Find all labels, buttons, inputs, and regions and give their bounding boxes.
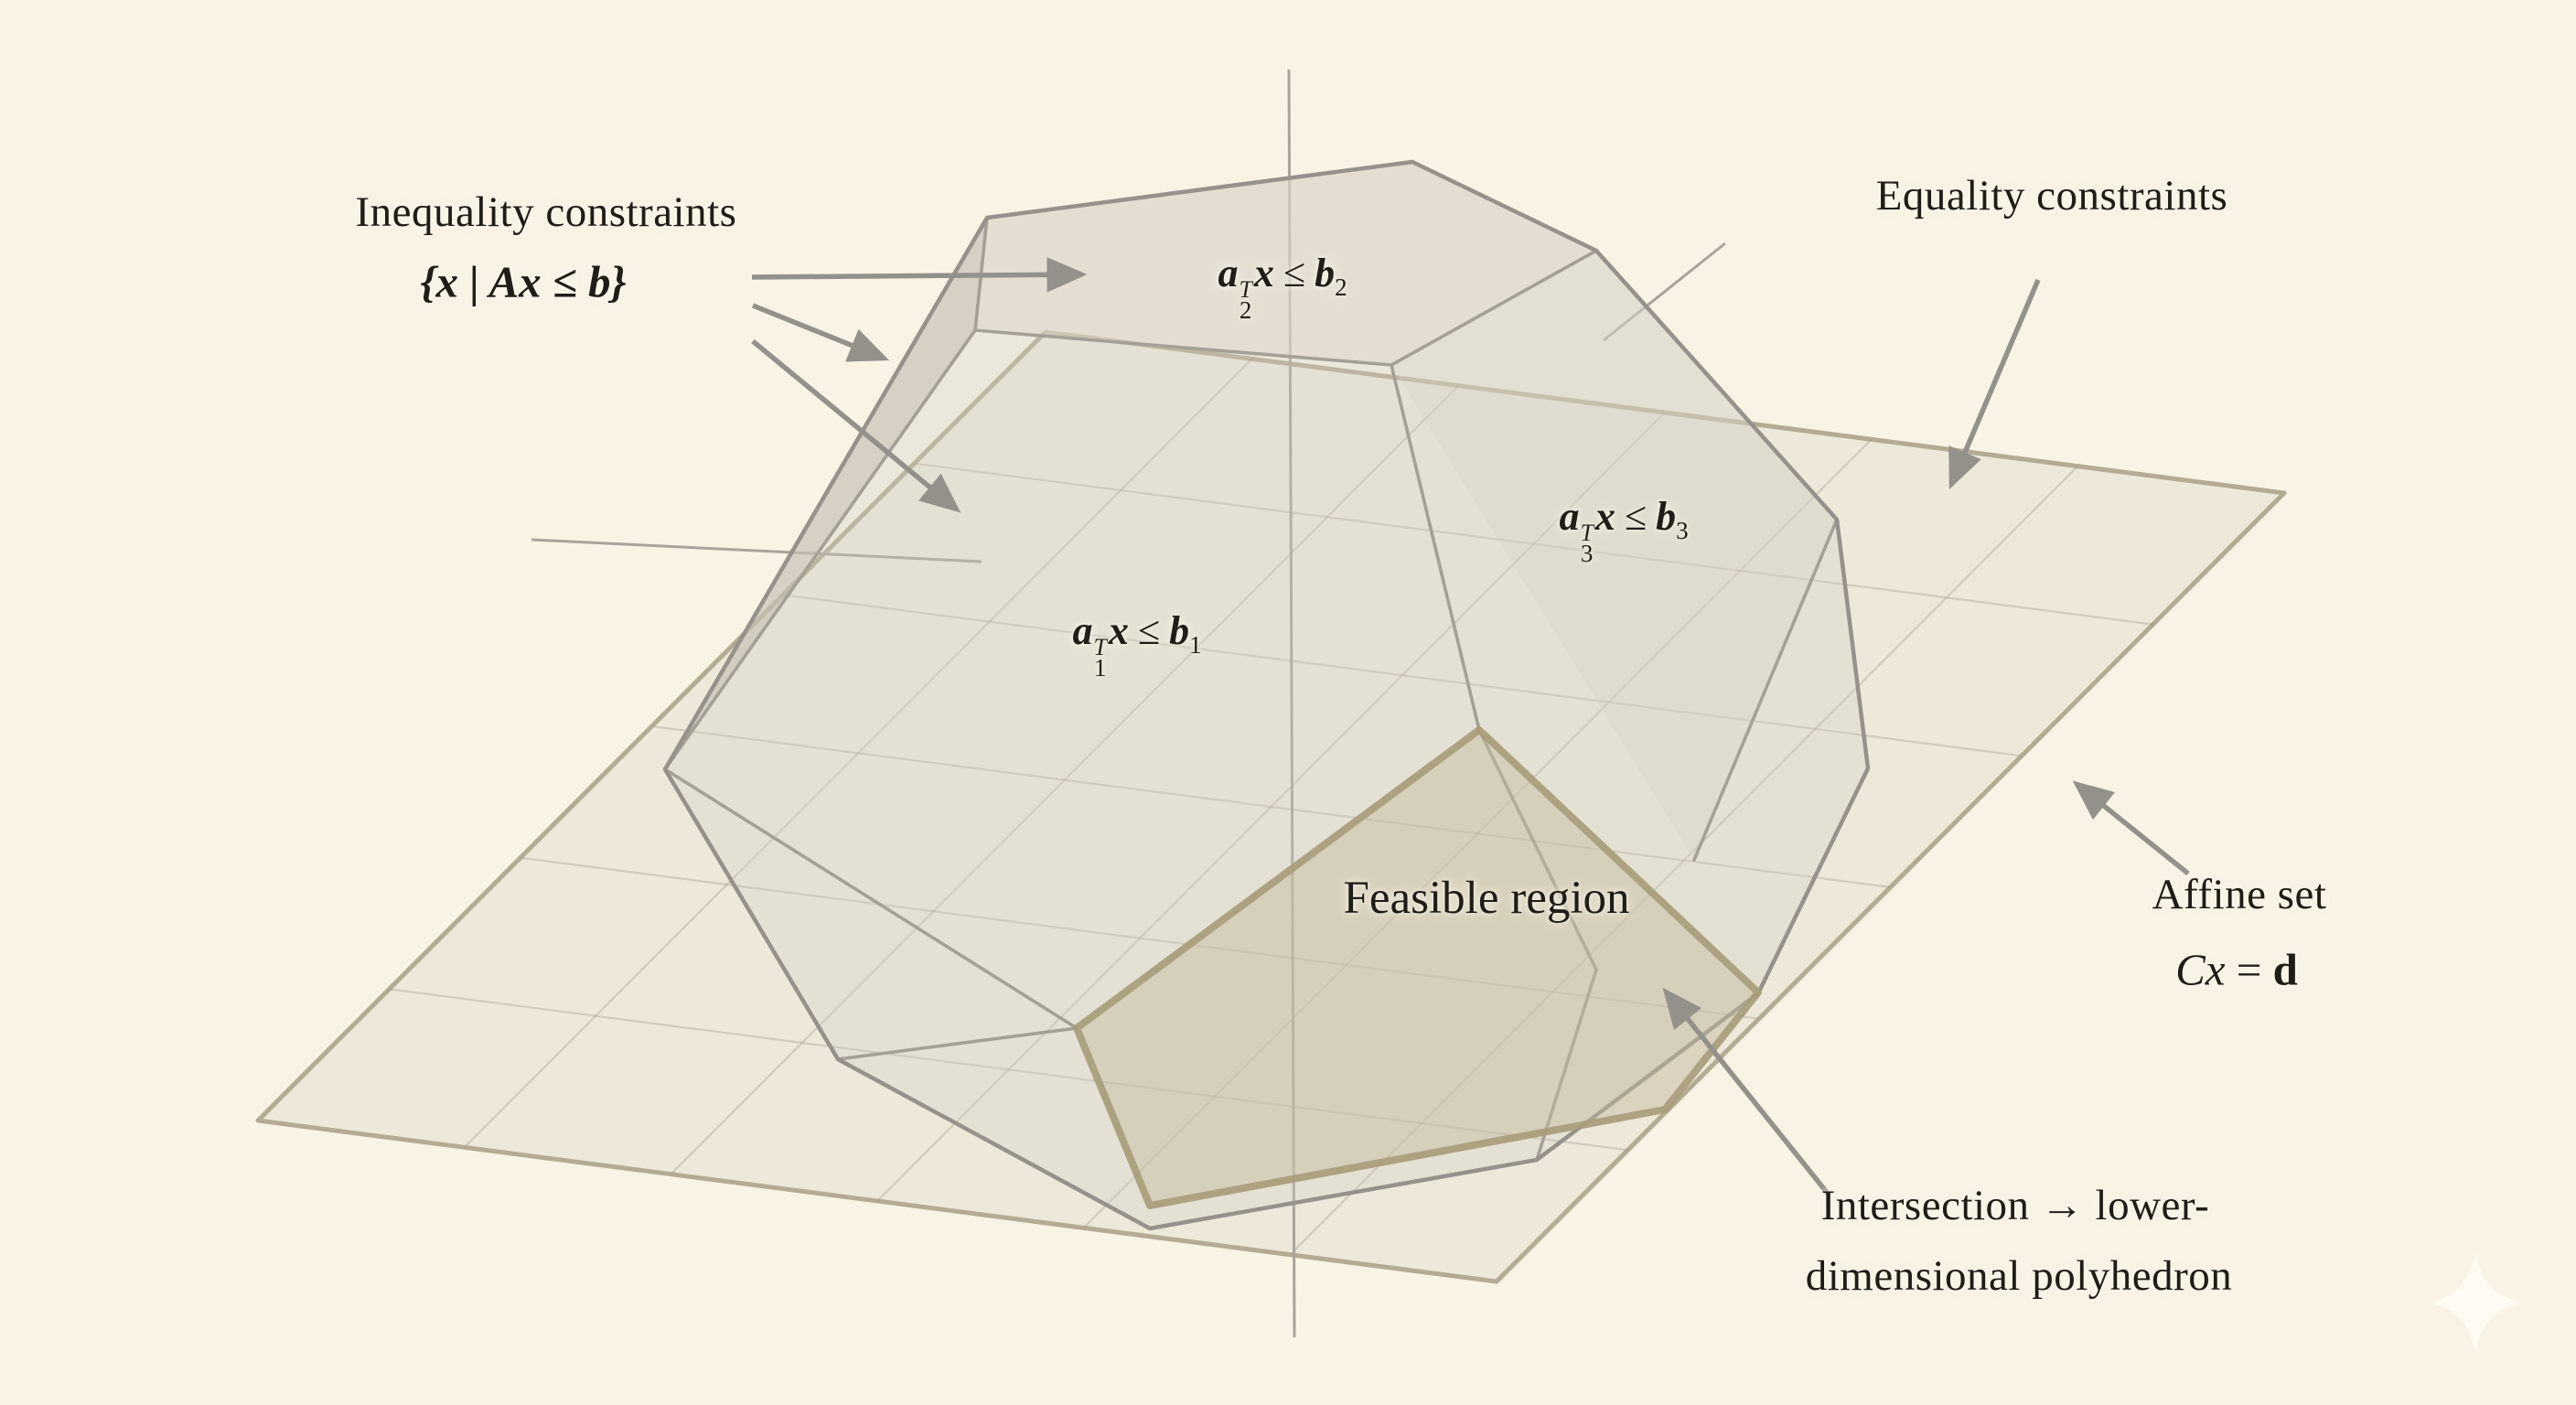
polyhedron-silhouette: [662, 159, 1871, 1231]
feasible-region-polygon: [1073, 726, 1762, 1209]
intersection-note-line1: Intersection → lower-: [1820, 1182, 2210, 1229]
grid-line: [670, 384, 1460, 1175]
polyhedron-edge: [973, 328, 1393, 367]
polyhedron-edge: [836, 1026, 1079, 1061]
grid-line: [914, 462, 2153, 626]
annotation-arrow: [1662, 987, 1831, 1196]
polyhedron-edge: [1477, 728, 1598, 971]
affine-set-title: Affine set: [2152, 871, 2327, 918]
grid-line: [463, 358, 1253, 1149]
annotation-arrow: [2072, 780, 2190, 876]
grid-line: [782, 594, 2023, 757]
vector-symbol: a: [1072, 607, 1093, 653]
polyhedron-edge: [1692, 518, 1839, 862]
grid-line: [876, 412, 1666, 1202]
axis-line: [531, 538, 982, 563]
polyhedron-edge: [663, 767, 1079, 1030]
inequality-constraints-title: Inequality constraints: [355, 188, 737, 236]
grid-line: [1082, 438, 1873, 1229]
vector-symbol: a: [1559, 493, 1580, 539]
polyhedron-top-face: [975, 162, 1596, 365]
axis-line: [1603, 241, 1726, 342]
feasible-region-label: Feasible region: [1343, 873, 1630, 924]
polyhedron-edge: [1390, 249, 1598, 367]
grid-line: [1289, 465, 2079, 1256]
grid-line: [389, 988, 1628, 1152]
polyhedron-right-face: [1391, 251, 1837, 860]
inequality-set-formula: {x | Ax ≤ b}: [420, 256, 627, 307]
polyhedron-edge: [1390, 363, 1481, 732]
annotation-arrow: [751, 257, 1088, 293]
polyhedron-body: [665, 162, 1868, 1228]
annotation-arrow: [751, 338, 961, 513]
annotation-arrow: [751, 303, 890, 362]
polyhedron-edge: [663, 328, 977, 771]
grid-line: [651, 724, 1891, 889]
intersection-note-line2: dimensional polyhedron: [1805, 1252, 2233, 1300]
annotation-arrow: [1948, 278, 2041, 490]
plane-grid: [389, 358, 2153, 1256]
equality-constraints-title: Equality constraints: [1875, 172, 2228, 220]
vector-symbol: a: [1218, 250, 1239, 295]
grid-line: [520, 856, 1760, 1020]
sparkle-icon: [2430, 1253, 2521, 1352]
affine-set-formula: Cx = d: [2175, 944, 2298, 995]
